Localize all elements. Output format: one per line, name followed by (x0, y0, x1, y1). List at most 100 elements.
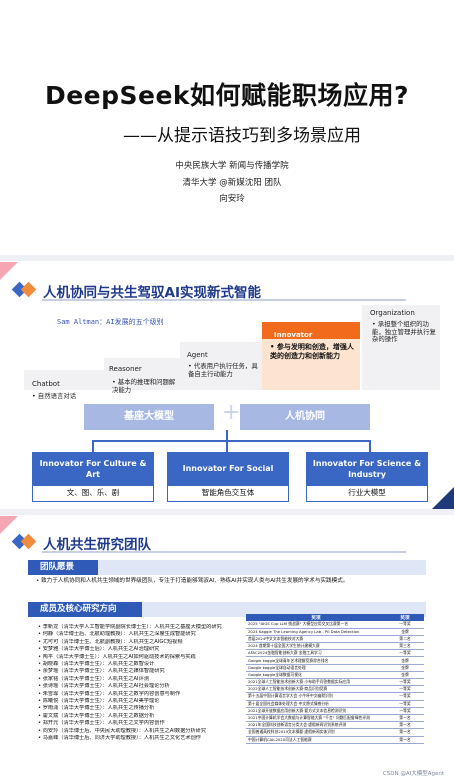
level-desc-chatbot: • 自然语言对话 (32, 392, 77, 400)
award-row: 第十五届中国计算语言学大会·小牛杯中文幽默识别一等奖 (246, 692, 424, 701)
award-name: 2025 "AIGS Cup LLM 挑战赛" 大模型应用交叉比赛第一名 (246, 621, 386, 629)
award-row: Google kaggle全球数据可视化金牌 (246, 671, 424, 680)
award-row: 2021中国计算机学会大数据与计算智能大赛 "千言" 问题匹配鲁棒性评测第一名 (246, 714, 424, 723)
cover-affiliation-2: 清华大学 @新媒沈阳 团队 (182, 178, 282, 188)
award-rank: 一等奖 (386, 649, 424, 658)
member-role: （清华大学博士生）：人机共生之数智设计 (58, 661, 155, 668)
awards-table: 奖项 奖项 2025 "AIGS Cup LLM 挑战赛" 大模型应用交叉比赛第… (246, 614, 424, 744)
award-name: 2022全球人工智能技术创新大赛·商品识别竞赛 (246, 685, 386, 694)
slide-divider (0, 255, 454, 261)
award-rank: 一等奖 (386, 685, 424, 694)
leaf-subtitle: 智能角色交互体 (201, 488, 255, 497)
leaf-title: Innovator For Science & Industry (307, 453, 427, 486)
slide-subheading: Sam Altman：AI发展的五个级别 (57, 318, 164, 326)
award-row: 中国计算机CAIL2020司法人工智能赛第一名 (246, 736, 424, 744)
award-row: 2021年全国科技创新语言分类大会·虚假新闻识别系统评测第一名 (246, 721, 424, 730)
award-rank: 第一名 (386, 714, 424, 723)
member-role: （清华大学博士生）：人机共生之数字内容创意与制作 (58, 690, 181, 697)
band-background (28, 560, 426, 575)
bullet-icon: • (38, 675, 43, 682)
member-name: 陈曦悦 (42, 698, 59, 705)
member-role: （清华大学博士生）：人机共生之AI美学理论 (58, 698, 160, 705)
award-name: 全国普通高校科技2019文本摘要·虚假新闻实体识别 (246, 728, 386, 737)
member-name: 向安玲 (42, 727, 59, 734)
member-role: （清华大学博士生）：人机共生之AI如何驱动技术的探索与实践 (53, 653, 196, 660)
member-name: 余梦瑶 (42, 668, 59, 675)
member-item: • 霍文斌（清华大学博士生）：人机共生之数据分析 (38, 713, 248, 720)
member-list: • 李新龙（清华大学人工智能学院副院长博士生）：人机共生之基座大模型的研究• 何… (38, 624, 248, 743)
heading-underline (42, 551, 406, 553)
award-name: 2021中国计算机学会大数据与计算智能大赛 "千言" 问题匹配鲁棒性评测 (246, 714, 386, 723)
award-row: 2024 首期第十届全国大学生统计建模大赛第三名 (246, 642, 424, 651)
bullet-icon: • (38, 661, 43, 668)
award-rank: 一等奖 (386, 692, 424, 701)
level-label-reasoner: Reasoner (109, 365, 142, 373)
level-label-agent: Agent (187, 351, 208, 359)
member-role: （清华大学博士生）：人机共生之AI评测 (58, 675, 149, 682)
diamond-bullet-icon (11, 281, 42, 299)
cover-slide: DeepSeek如何赋能职场应用? ——从提示语技巧到多场景应用 中央民族大学 … (0, 0, 454, 255)
awards-header-col1: 奖项 (246, 614, 386, 621)
tree-connector (92, 440, 94, 452)
diamond-bullet-icon (11, 533, 42, 551)
heading-underline (42, 299, 406, 301)
award-name: 2021年全国科技创新语言分类大会·虚假新闻识别系统评测 (246, 721, 386, 730)
member-role: （清华博士后、中央民大助理教授）：人机共生之AI数据分析研究 (58, 727, 207, 734)
award-row: 2022全球人工智能技术创新大赛·商品识别竞赛一等奖 (246, 685, 424, 694)
level-desc-innovator: • 参与发明和创造，增强人类的创造力和创新能力 (270, 343, 354, 360)
award-name: 首届2024中文文本智能校对大赛 (246, 635, 386, 644)
member-role: （清华大学博士生）：人机共生之AI社会理论分析 (58, 683, 170, 690)
vision-band: 团队愿景 (28, 560, 98, 575)
bullet-icon: • (38, 668, 43, 675)
member-role: （清华大学博士后）：人机共生之AI治理研究 (58, 646, 160, 653)
award-name: 2024 Kaggle The Learning Agency Lab - PI… (246, 628, 386, 636)
bullet-icon: • (38, 712, 43, 719)
level-label-chatbot: Chatbot (32, 380, 60, 388)
leaf-subtitle: 文、图、乐、剧 (66, 488, 120, 497)
level-desc-organization: • 承担整个组织的功能，独立管理并执行复杂的操作 (372, 320, 436, 344)
member-name: 马嘉峰 (42, 735, 59, 742)
award-row: AFAC2024金融智能创新大赛 金融工具学习一等奖 (246, 649, 424, 658)
award-rank: 一等奖 (386, 621, 424, 629)
member-role: （清华大学博士生）：人机共生之媒体智能研究 (58, 668, 165, 675)
level-label-innovator: Innovator (274, 331, 313, 339)
corner-decoration (0, 516, 18, 534)
bullet-icon: • (38, 705, 43, 712)
award-rank: 一等奖 (386, 707, 424, 715)
member-role: （清华大学博士生）：人机共生之数据分析 (58, 712, 155, 719)
member-role: （清华博士生、北航副教授）：人机共生之AIGC短视频 (58, 638, 183, 645)
member-role: （清华博士后、北航助理教授）：人机共生之深度生成智能研究 (53, 631, 196, 638)
award-name: 第十五届中国计算语言学大会·小牛杯中文幽默识别 (246, 692, 386, 701)
bullet-icon: • (38, 698, 43, 705)
corner-decoration (432, 487, 454, 509)
bullet-icon: • (38, 735, 43, 742)
award-name: 第十届全国社会媒体处理大会·中文隐式情感分析 (246, 700, 386, 708)
award-row: 全国普通高校科技2019文本摘要·虚假新闻实体识别第一名 (246, 728, 424, 737)
level-desc-agent: • 代表用户执行任务，具备自主行动能力 (188, 362, 258, 378)
award-rank: 金牌 (386, 664, 424, 672)
bullet-icon: • (38, 646, 43, 653)
team-vision-text: • 致力于人机协同和人机共生领域的世界级团队，专注于打造能够驾驭AI、熟练AI并… (36, 578, 349, 584)
member-role: （清华博士后、同济大学助理教授）：人机共生之文化艺术创作 (58, 735, 201, 742)
bullet-icon: • (38, 683, 43, 690)
innovator-highlight (262, 322, 360, 339)
slide-divider (0, 509, 454, 515)
member-item: • 胡晓森（清华大学博士生）：人机共生之数智设计 (38, 661, 248, 668)
watermark: CSDN @AI大模型Agent (382, 771, 444, 777)
award-rank: 金牌 (386, 656, 424, 665)
award-rank: 一等奖 (386, 678, 424, 687)
member-name: 李新龙 (42, 624, 59, 630)
award-rank: 金牌 (386, 628, 424, 636)
member-item: • 向安玲（清华博士后、中央民大助理教授）：人机共生之AI数据分析研究 (38, 728, 248, 735)
award-rank: 第一名 (386, 721, 424, 730)
bullet-icon: • (38, 631, 43, 638)
plus-icon: + (222, 400, 241, 425)
member-name: 霍文斌 (42, 712, 59, 719)
cover-title: DeepSeek如何赋能职场应用? (44, 81, 410, 110)
leaf-title: Innovator For Social (168, 453, 288, 486)
human-ai-collab-box: 人机协同 (240, 404, 370, 430)
member-item: • 马嘉峰（清华博士后、同济大学助理教授）：人机共生之文化艺术创作 (38, 735, 248, 742)
award-name: Google kaggle全球青年艺术理解竞赛综合排名 (246, 656, 386, 665)
bullet-icon: • (38, 720, 43, 727)
member-item: • 陈曦悦（清华大学博士生）：人机共生之AI美学理论 (38, 698, 248, 705)
